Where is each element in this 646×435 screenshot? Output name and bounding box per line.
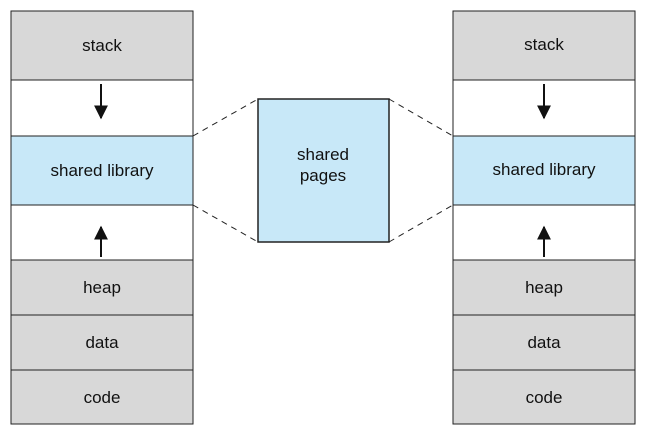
left-address-space: stack shared library heap data code bbox=[10, 10, 194, 425]
right-address-space: stack shared library heap data code bbox=[452, 10, 636, 425]
shared-pages-box bbox=[257, 98, 390, 243]
right-code-label: code bbox=[526, 388, 563, 407]
right-data-segment bbox=[452, 314, 636, 371]
right-shared-library-label: shared library bbox=[493, 160, 596, 179]
right-shared-library-segment bbox=[452, 135, 636, 206]
left-heap-segment bbox=[10, 259, 194, 316]
left-data-label: data bbox=[85, 333, 119, 352]
left-stack-label: stack bbox=[82, 36, 122, 55]
right-heap-segment bbox=[452, 259, 636, 316]
shared-pages-block: shared pages bbox=[257, 98, 390, 243]
left-bottom-mapping-line bbox=[192, 204, 259, 243]
left-code-label: code bbox=[84, 388, 121, 407]
right-stack-label: stack bbox=[524, 35, 564, 54]
right-heap-label: heap bbox=[525, 278, 563, 297]
right-stack-segment bbox=[452, 10, 636, 81]
shared-pages-label-line1: shared bbox=[297, 145, 349, 164]
left-heap-label: heap bbox=[83, 278, 121, 297]
right-top-mapping-line bbox=[388, 98, 454, 137]
right-code-segment bbox=[452, 369, 636, 425]
left-top-mapping-line bbox=[192, 98, 259, 137]
left-stack-segment bbox=[10, 10, 194, 81]
left-data-segment bbox=[10, 314, 194, 371]
shared-pages-label-line2: pages bbox=[300, 166, 346, 185]
left-shared-library-label: shared library bbox=[51, 161, 154, 180]
mapping-lines bbox=[192, 98, 454, 243]
right-data-label: data bbox=[527, 333, 561, 352]
right-bottom-mapping-line bbox=[388, 204, 454, 243]
left-code-segment bbox=[10, 369, 194, 425]
